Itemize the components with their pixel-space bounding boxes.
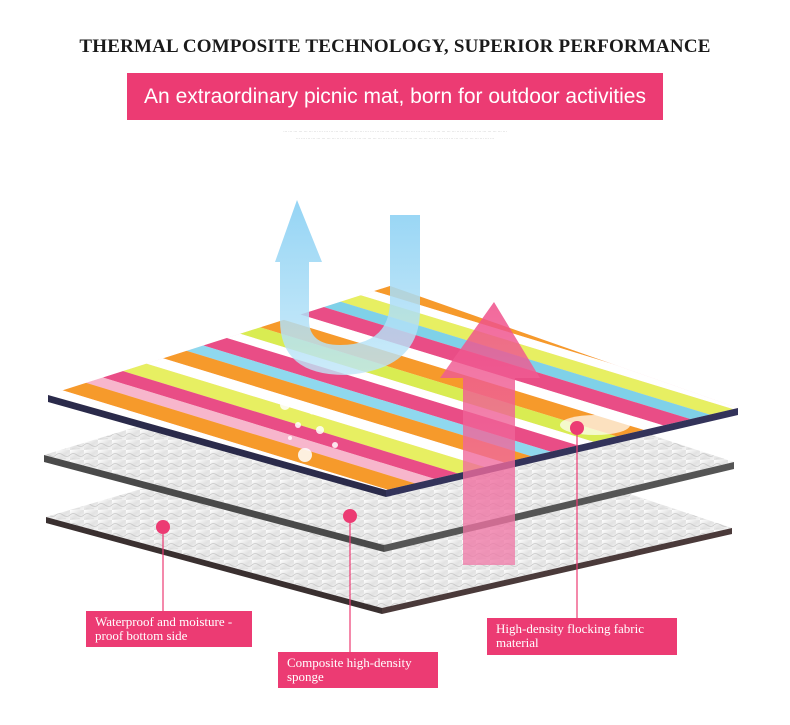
sponge-label: Composite high-density sponge [278,652,438,688]
blue-arrow-icon [275,200,420,375]
marker-middle [343,509,357,652]
fabric-label: High-density flocking fabric material [487,618,677,655]
bottom-side-label: Waterproof and moisture -proof bottom si… [86,611,252,647]
page-title: THERMAL COMPOSITE TECHNOLOGY, SUPERIOR P… [79,36,711,57]
marker-bottom [156,520,170,611]
fine-print-line: ··· ··· ··· ··· ··· ··· ··· ··· ··· ··· … [295,136,495,141]
marker-top [570,421,584,618]
banner: An extraordinary picnic mat, born for ou… [127,73,663,120]
bubbles-icon [280,400,338,462]
banner-text: An extraordinary picnic mat, born for ou… [144,84,646,108]
pink-arrow-icon [440,302,540,565]
fine-print-line: ··· ··· ··· ··· ··· ··· ··· ··· ··· ··· … [283,129,507,134]
glow-highlight [560,415,630,435]
